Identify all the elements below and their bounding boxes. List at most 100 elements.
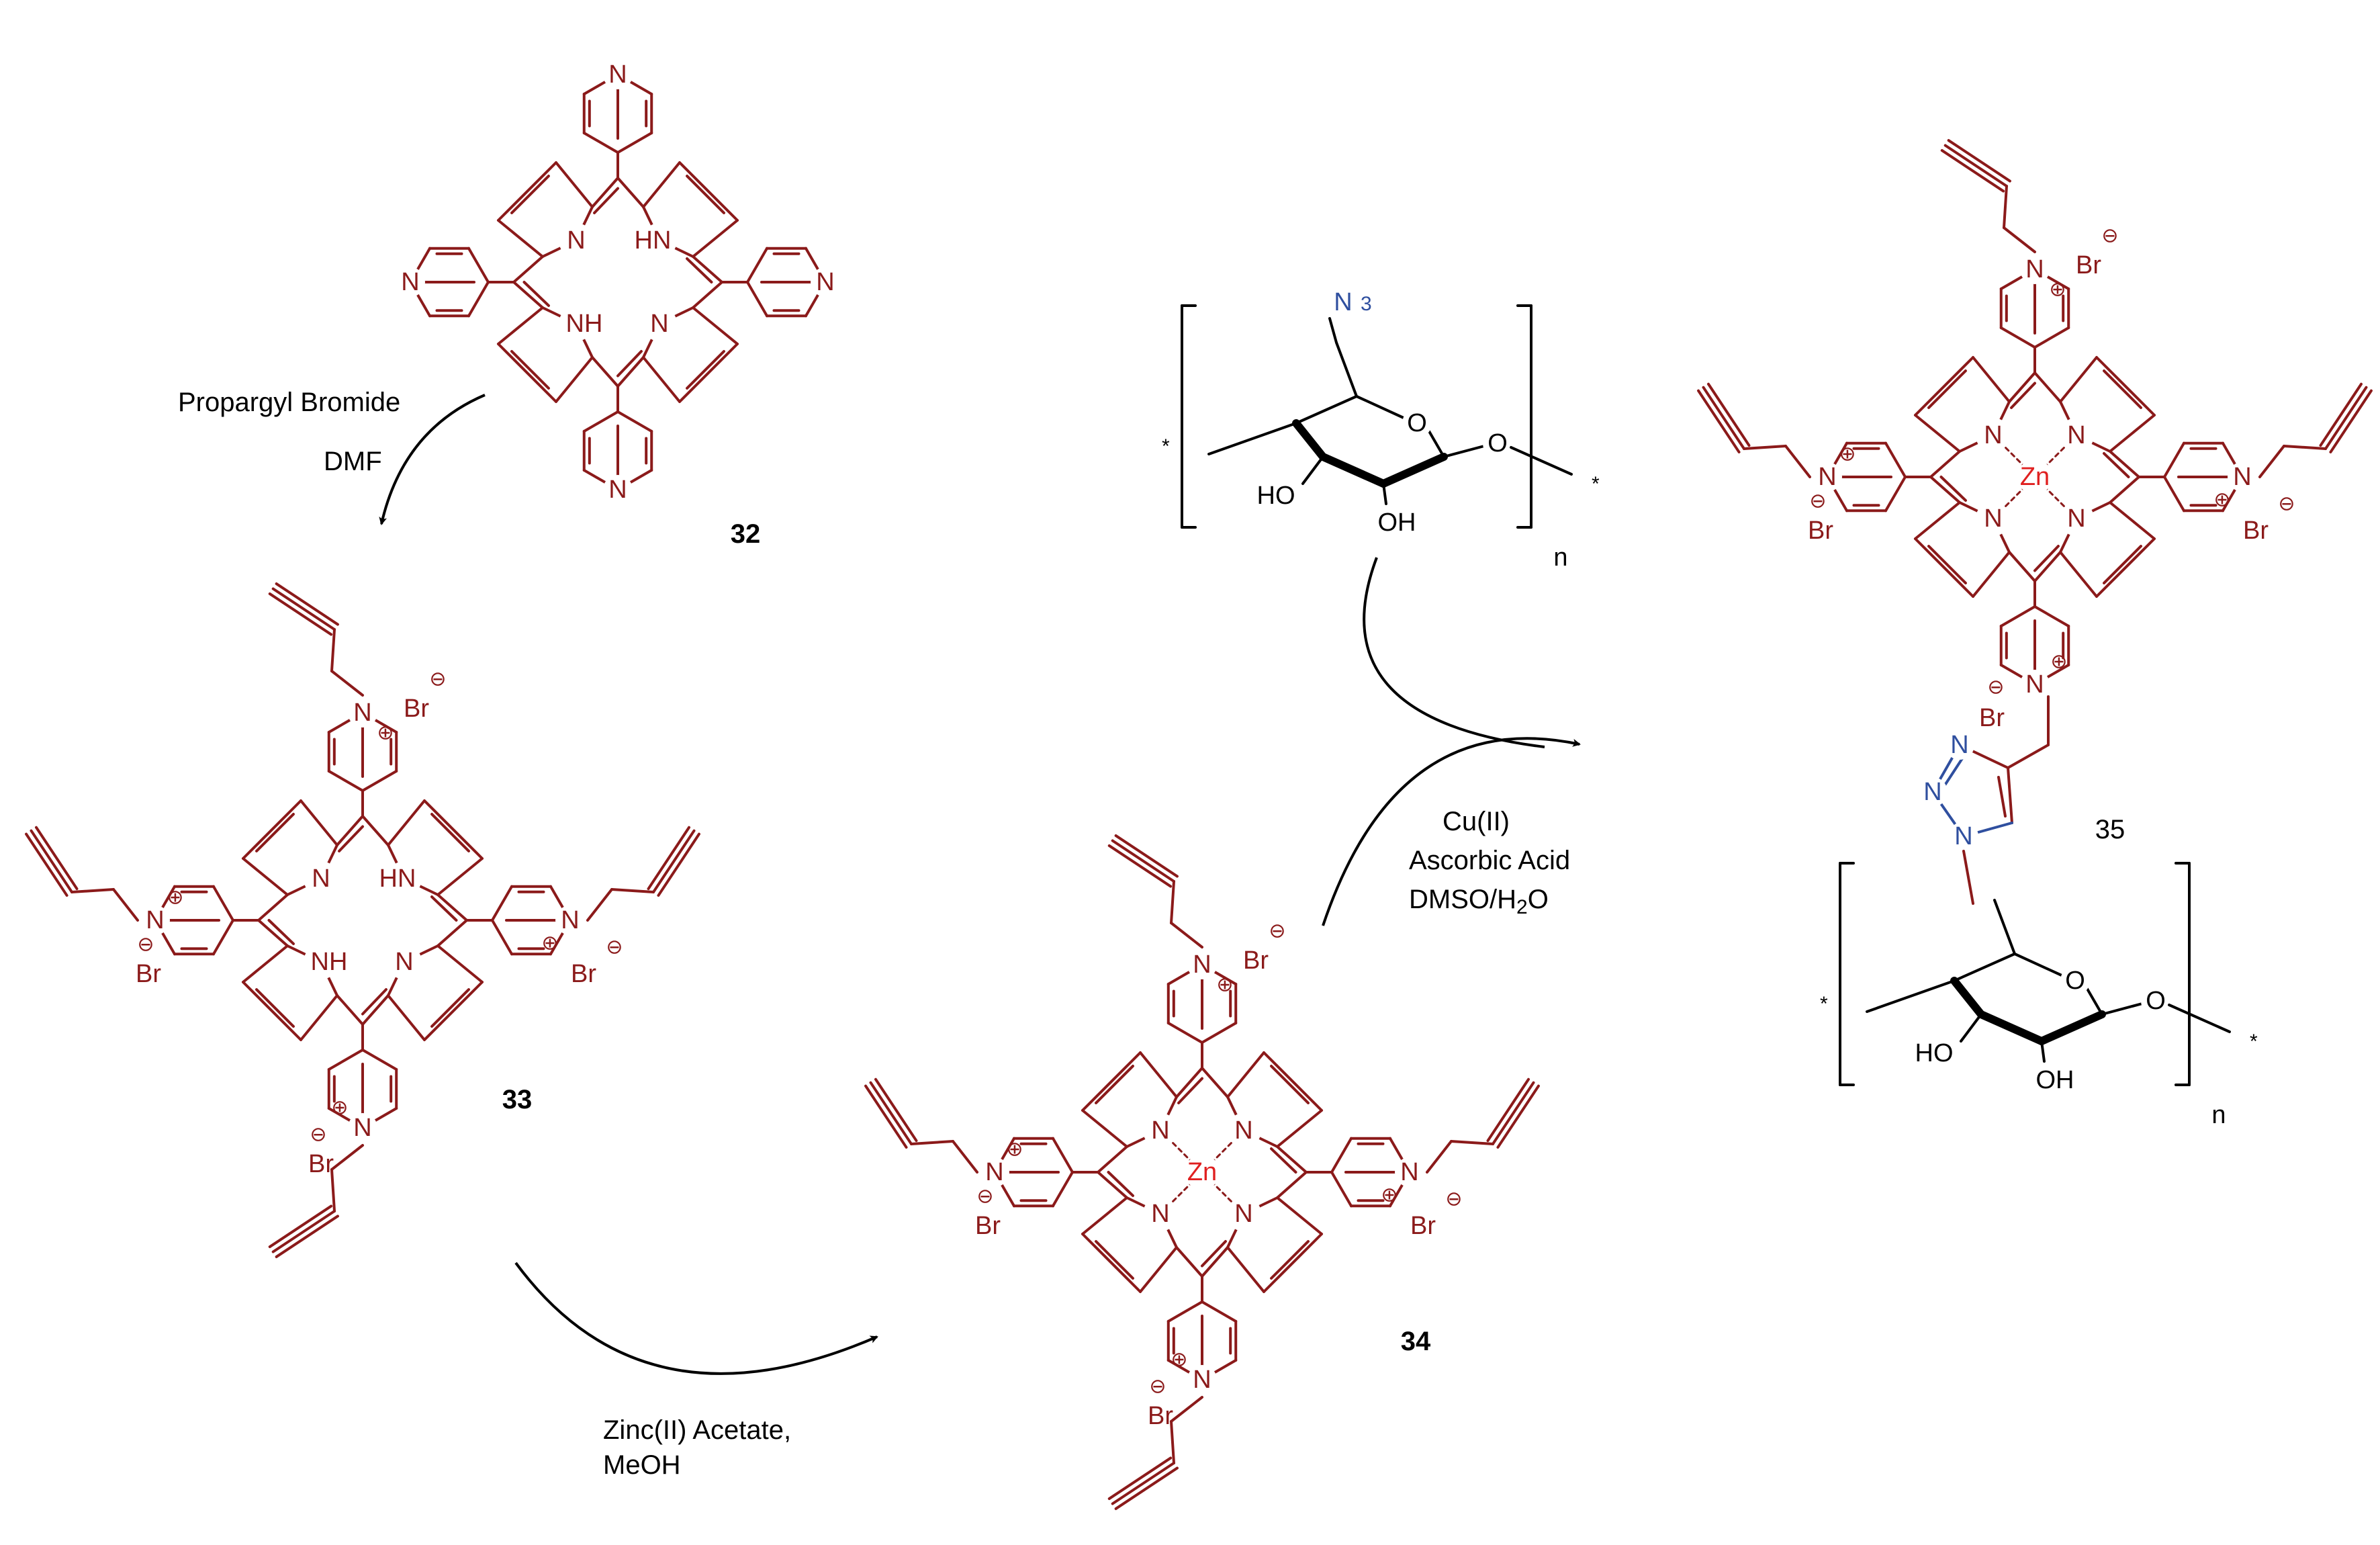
- alkyne-bond: [34, 826, 79, 891]
- label-background: [1143, 1196, 1178, 1231]
- alkyne-bond: [1111, 1462, 1175, 1505]
- porphyrin-nitrogen: N: [1151, 1200, 1169, 1228]
- step3-solvent: DMSO/H2O: [1409, 885, 1549, 918]
- bromide-counterion: Br: [1243, 946, 1269, 975]
- pyrrole-bond: [2109, 414, 2156, 453]
- pyridine-bond: [1166, 1022, 1203, 1044]
- double-bond: [430, 895, 458, 922]
- alkyne-bond: [2329, 389, 2373, 453]
- meso-bond: [1097, 1171, 1128, 1199]
- pyrrole-bond: [423, 981, 484, 1041]
- porphyrin-nitrogen: N: [395, 948, 413, 976]
- meso-bond: [1201, 1067, 1229, 1098]
- meso-bond: [591, 356, 619, 388]
- alkyne-bond: [1107, 1456, 1173, 1501]
- negative-charge: ⊖: [1987, 676, 2004, 699]
- double-bond: [686, 350, 725, 390]
- pyrrole-bond: [497, 161, 557, 222]
- label-background: [642, 306, 677, 341]
- label-background: [1187, 1365, 1217, 1395]
- propargyl-ch2-c: [2003, 185, 2008, 229]
- porphyrin-nitrogen: N: [1151, 1116, 1169, 1145]
- pyranose-bond: [1428, 430, 1445, 458]
- label-background: [1976, 501, 2011, 536]
- meso-bond: [361, 994, 390, 1026]
- label-background: [2017, 459, 2052, 494]
- zinc-coordination-bond: [2044, 486, 2065, 507]
- positive-charge: ⊕: [1216, 973, 1233, 997]
- meso-bond: [1276, 1171, 1308, 1199]
- triazole-nitrogen: N: [1954, 822, 1972, 850]
- positive-charge: ⊕: [2050, 650, 2067, 674]
- meso-bond: [361, 815, 390, 846]
- label-background: [140, 906, 170, 935]
- pyridine-nitrogen: N: [1193, 951, 1211, 979]
- meso-bond: [1175, 1067, 1203, 1098]
- pyrrole-bond: [1226, 1246, 1265, 1293]
- pyridine-nitrogen: N: [1818, 463, 1836, 491]
- bromide-counterion: Br: [1148, 1402, 1173, 1430]
- pyridine-nitrogen: N: [2025, 670, 2044, 699]
- double-bond: [2103, 545, 2142, 584]
- double-bond: [686, 175, 725, 214]
- double-bond: [1939, 476, 1967, 502]
- double-bond: [1270, 1240, 1310, 1280]
- zinc-coordination-bond: [1172, 1182, 1193, 1202]
- meso-bond: [257, 919, 289, 947]
- positive-charge: ⊕: [2213, 488, 2230, 512]
- meso-bond: [1175, 1246, 1203, 1278]
- label-background: [559, 306, 594, 341]
- meso-bond: [512, 281, 544, 309]
- double-bond: [1177, 1077, 1203, 1104]
- double-bond: [2103, 369, 2142, 409]
- meso-bond: [692, 281, 723, 309]
- pyridine-bond: [1201, 1022, 1238, 1044]
- alkyne-bond: [647, 826, 691, 891]
- label-background: [2020, 255, 2050, 284]
- alkyne-bond: [1496, 1084, 1540, 1149]
- pyridine-bond: [1884, 476, 1907, 513]
- hydroxyl-bond: [1960, 1013, 1982, 1043]
- alkyne-bond: [657, 832, 700, 897]
- meso-bond: [616, 177, 645, 208]
- propargyl-ch2: [112, 888, 139, 922]
- pyrrole-bond: [1081, 1196, 1128, 1235]
- positive-charge: ⊕: [167, 886, 183, 910]
- double-bond: [338, 825, 364, 852]
- pyrrole-bond: [1276, 1196, 1323, 1235]
- reaction-arrow-1: [379, 394, 486, 525]
- label-background: [1395, 1157, 1424, 1187]
- bromide-counterion: Br: [308, 1150, 334, 1178]
- label-background: [1918, 777, 1948, 807]
- double-bond: [1095, 1065, 1134, 1104]
- alkyne-bond: [271, 1210, 336, 1253]
- pyridine-bond: [212, 919, 234, 956]
- pyranose-bond: [2086, 987, 2103, 1016]
- porphyrin-nitrogen: N: [650, 310, 668, 338]
- pyrrole-bond: [692, 306, 739, 345]
- positive-charge: ⊕: [1381, 1184, 1398, 1207]
- label-background: [2060, 966, 2090, 996]
- polymer-end-mark: *: [1820, 993, 1828, 1015]
- pyrrole-bond: [1972, 551, 2011, 598]
- pyrrole-bond: [437, 857, 484, 896]
- pyridine-bond: [1999, 326, 2036, 349]
- pyridine-nitrogen: N: [401, 268, 419, 296]
- zinc-coordination-bond: [1172, 1142, 1193, 1163]
- alkyne-bond: [874, 1077, 918, 1143]
- meso-bond: [437, 919, 468, 947]
- alkyne-bond: [1943, 144, 2008, 187]
- hydroxyl-group: HO: [1915, 1039, 1954, 1067]
- label-background: [304, 944, 338, 979]
- alkyne-bond: [30, 829, 73, 893]
- porphyrin-nitrogen: NH: [566, 310, 603, 338]
- double-bond: [1095, 1240, 1134, 1280]
- hydroxyl-group: OH: [2036, 1066, 2074, 1094]
- porphyrin-nitrogen: NH: [311, 948, 348, 976]
- propargyl-ch2-c: [1170, 1420, 1175, 1464]
- pyranose-bond: [1953, 953, 2016, 982]
- negative-charge: ⊖: [429, 668, 446, 691]
- pyrrole-bond: [2059, 356, 2098, 403]
- n-ch2-bond: [1962, 850, 1974, 905]
